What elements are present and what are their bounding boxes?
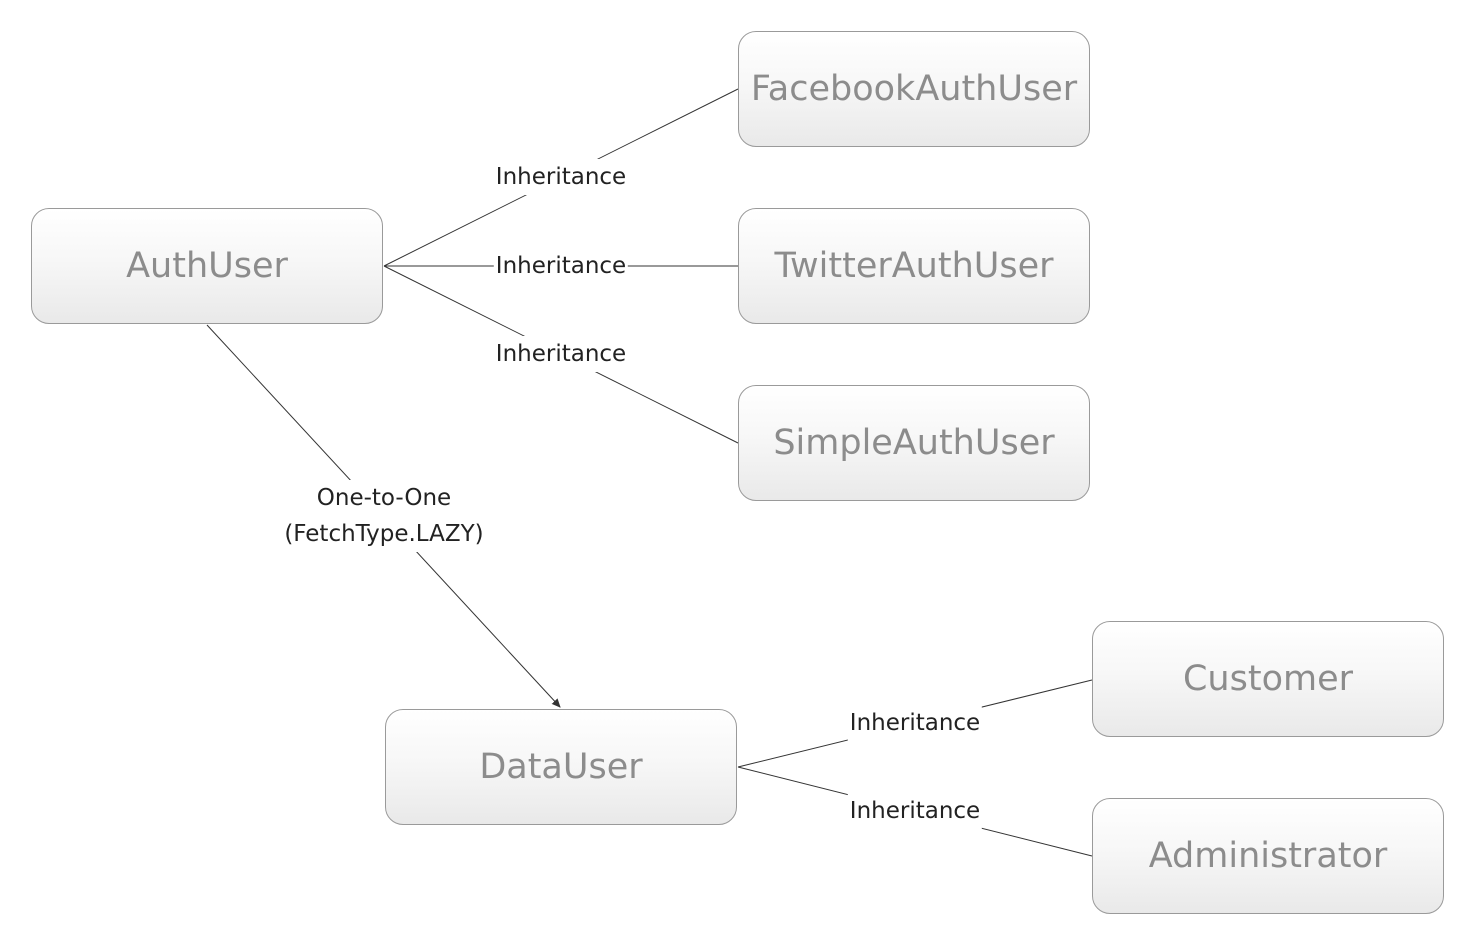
node-auth-user-label: AuthUser [126,245,288,286]
node-customer-label: Customer [1182,658,1353,699]
edge-label-auth-to-data-line2: (FetchType.LAZY) [284,521,484,547]
node-simple-auth-user-label: SimpleAuthUser [773,422,1055,463]
edge-label-auth-to-data-line1: One-to-One [316,485,452,511]
edge-label-data-to-administrator: Inheritance [847,793,983,829]
edge-label-auth-to-facebook: Inheritance [493,159,629,195]
node-administrator: Administrator [1092,798,1444,914]
node-data-user-label: DataUser [479,746,643,787]
edge-label-data-to-customer: Inheritance [847,705,983,741]
node-customer: Customer [1092,621,1444,737]
node-auth-user: AuthUser [31,208,383,324]
node-simple-auth-user: SimpleAuthUser [738,385,1090,501]
node-facebook-auth-user: FacebookAuthUser [738,31,1090,147]
edge-label-auth-to-simple: Inheritance [493,336,629,372]
edge-label-auth-to-twitter: Inheritance [493,248,629,284]
node-data-user: DataUser [385,709,737,825]
edge-label-auth-to-data: One-to-One (FetchType.LAZY) [282,480,486,552]
node-facebook-auth-user-label: FacebookAuthUser [750,68,1078,109]
node-administrator-label: Administrator [1148,835,1388,876]
node-twitter-auth-user-label: TwitterAuthUser [774,245,1054,286]
node-twitter-auth-user: TwitterAuthUser [738,208,1090,324]
